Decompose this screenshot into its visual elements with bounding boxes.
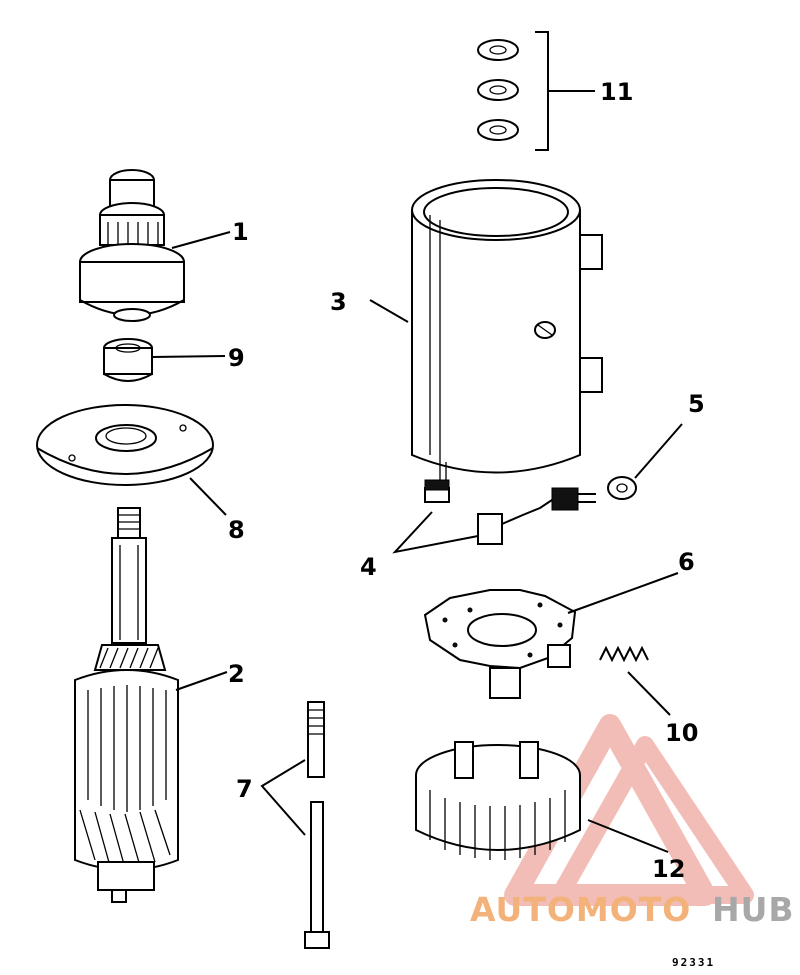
callout-7: 7 — [236, 775, 253, 803]
part-10-spring — [599, 645, 671, 716]
part-6-brush-plate — [423, 572, 679, 699]
callout-6: 6 — [678, 548, 695, 576]
part-2-armature — [74, 507, 228, 903]
callout-1: 1 — [232, 218, 249, 246]
watermark-text-automoto: AUTOMOTO — [470, 890, 691, 929]
callout-5: 5 — [688, 390, 705, 418]
part-8-plate — [36, 404, 227, 516]
part-5-nut — [607, 423, 683, 500]
callout-2: 2 — [228, 660, 245, 688]
callout-11: 11 — [600, 78, 633, 106]
figure-reference-number: 92331 — [672, 956, 715, 969]
part-4-terminals — [392, 479, 596, 554]
part-9-bushing — [103, 338, 226, 382]
part-3-frame — [369, 179, 603, 482]
callout-10: 10 — [665, 719, 698, 747]
callout-12: 12 — [652, 855, 685, 883]
part-12-end-cap — [415, 741, 669, 860]
watermark-text-hub: HUB — [712, 890, 795, 929]
part-11-washers — [477, 31, 595, 151]
callout-3: 3 — [330, 288, 347, 316]
callout-4: 4 — [360, 553, 377, 581]
callout-9: 9 — [228, 344, 245, 372]
part-7-through-bolts — [260, 701, 330, 949]
part-1-drive-pinion — [79, 169, 231, 322]
callout-8: 8 — [228, 516, 245, 544]
